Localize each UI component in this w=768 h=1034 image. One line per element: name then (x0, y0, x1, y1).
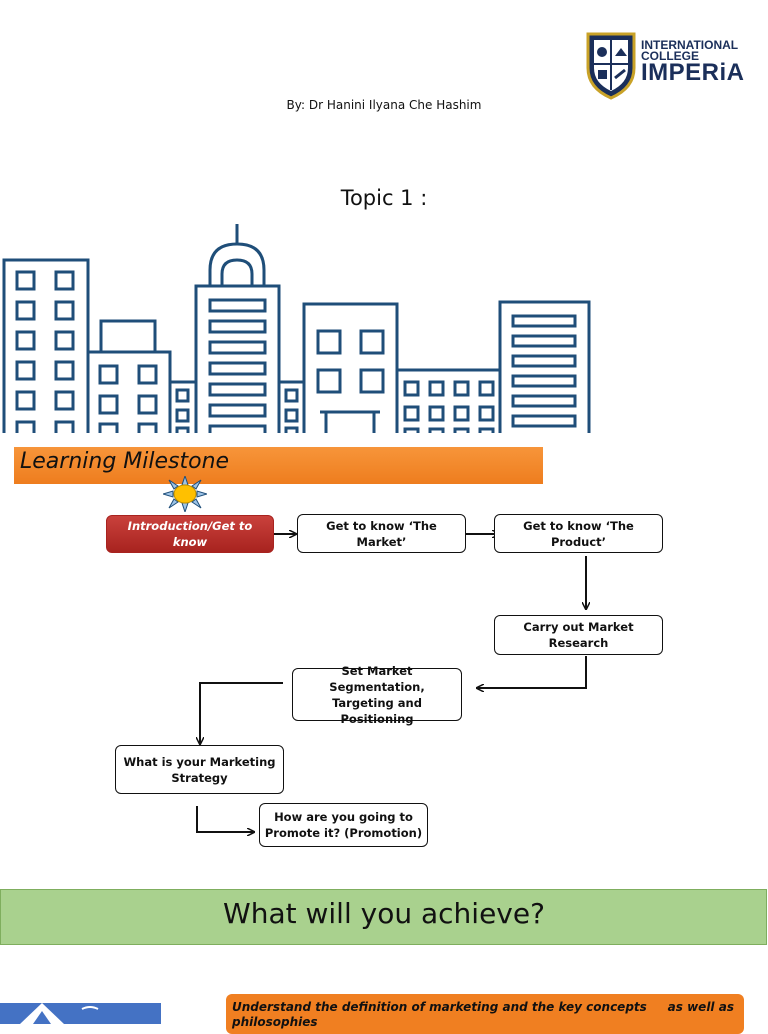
achieve-banner (0, 889, 767, 945)
author-line: By: Dr Hanini Ilyana Che Hashim (286, 98, 482, 112)
arrow-5-6 (200, 682, 283, 744)
step-promotion: How are you going to Promote it? (Promot… (259, 803, 428, 847)
topic-title: Topic 1 : (340, 186, 428, 210)
arrow-4-5 (477, 656, 587, 688)
achieve-title: What will you achieve? (223, 897, 545, 930)
step-marketing-strategy: What is your Marketing Strategy (115, 745, 284, 794)
objective-text: Understand the definition of marketing a… (232, 1000, 734, 1029)
city-skyline-illustration (2, 224, 591, 433)
step-introduction: Introduction/Get to know (106, 515, 274, 553)
step-segmentation: Set Market Segmentation, Targeting and P… (292, 664, 462, 726)
step-know-market: Get to know ‘The Market’ (297, 514, 466, 553)
milestone-banner (14, 447, 543, 484)
logo-line3: IMPERiA (641, 59, 745, 86)
logo-line2: COLLEGE (641, 49, 700, 63)
step-market-research: Carry out Market Research (494, 615, 663, 655)
sun-icon (163, 476, 207, 512)
arrow-6-7 (196, 806, 254, 832)
milestone-title: Learning Milestone (20, 449, 230, 474)
logo-line1: INTERNATIONAL (641, 38, 739, 52)
crest-icon (586, 32, 636, 100)
thumbnail-image (0, 1003, 161, 1024)
step-know-product: Get to know ‘The Product’ (494, 514, 663, 553)
thumbnail-graphic (0, 1003, 161, 1024)
college-logo: INTERNATIONAL COLLEGE IMPERiA (584, 28, 744, 100)
